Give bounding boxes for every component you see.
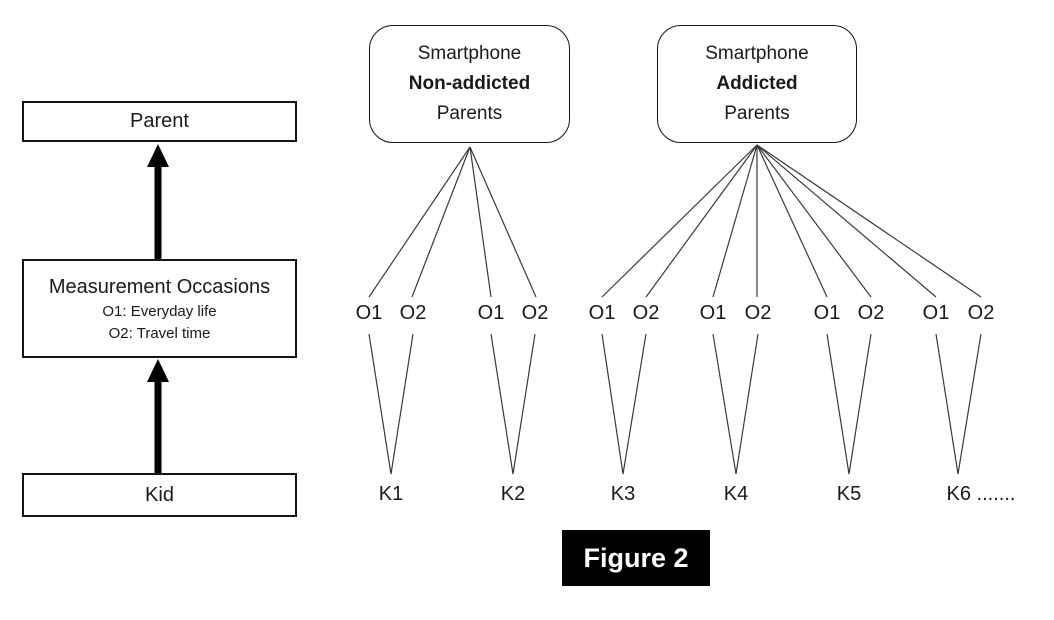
parent-box-label: Parent [130,110,189,132]
non-addicted-line3: Parents [436,103,503,124]
occasion-label-k3-o1: O1 [588,302,616,324]
addicted-line2: Addicted [716,73,798,94]
addicted-parents-box: Smartphone Addicted Parents [657,25,857,143]
non-addicted-line1: Smartphone [417,43,522,64]
occasion-label-k6-o1: O1 [922,302,950,324]
occasion-to-kid-lines [368,333,982,475]
occasion-label-k2-o1: O1 [477,302,505,324]
kid-box-label: Kid [145,483,174,506]
measurement-occasion1-label: O1: Everyday life [102,302,217,320]
addicted-line1: Smartphone [705,43,809,64]
occasion-label-k1-o1: O1 [355,302,383,324]
occasion-label-k1-o2: O2 [399,302,427,324]
occasion-label-k5-o1: O1 [813,302,841,324]
occasion-label-k4-o1: O1 [699,302,727,324]
figure-caption: Figure 2 [562,530,710,586]
up-arrows [147,144,169,473]
fan-lines-addicted [601,144,982,298]
kid-label-k4: K4 [723,483,749,505]
fan-lines-non-addicted [368,146,537,298]
arrow-kid-to-measurement [147,359,169,473]
kid-label-k6: K6 ....... [946,483,1016,505]
non-addicted-line2: Non-addicted [408,73,531,94]
occasion-label-k6-o2: O2 [967,302,995,324]
kid-label-k1: K1 [378,483,404,505]
parent-box: Parent [22,101,297,142]
arrow-measurement-to-parent [147,144,169,259]
kid-label-k2: K2 [500,483,526,505]
kid-box: Kid [22,473,297,517]
measurement-occasion2-label: O2: Travel time [108,324,211,342]
addicted-line3: Parents [724,103,790,124]
measurement-box-title: Measurement Occasions [48,275,271,298]
kid-label-k5: K5 [836,483,862,505]
measurement-occasions-box: Measurement Occasions O1: Everyday life … [22,259,297,358]
occasion-label-k5-o2: O2 [857,302,885,324]
occasion-label-k4-o2: O2 [744,302,772,324]
occasion-label-k3-o2: O2 [632,302,660,324]
kid-label-k3: K3 [610,483,636,505]
non-addicted-parents-box: Smartphone Non-addicted Parents [369,25,570,143]
occasion-label-k2-o2: O2 [521,302,549,324]
